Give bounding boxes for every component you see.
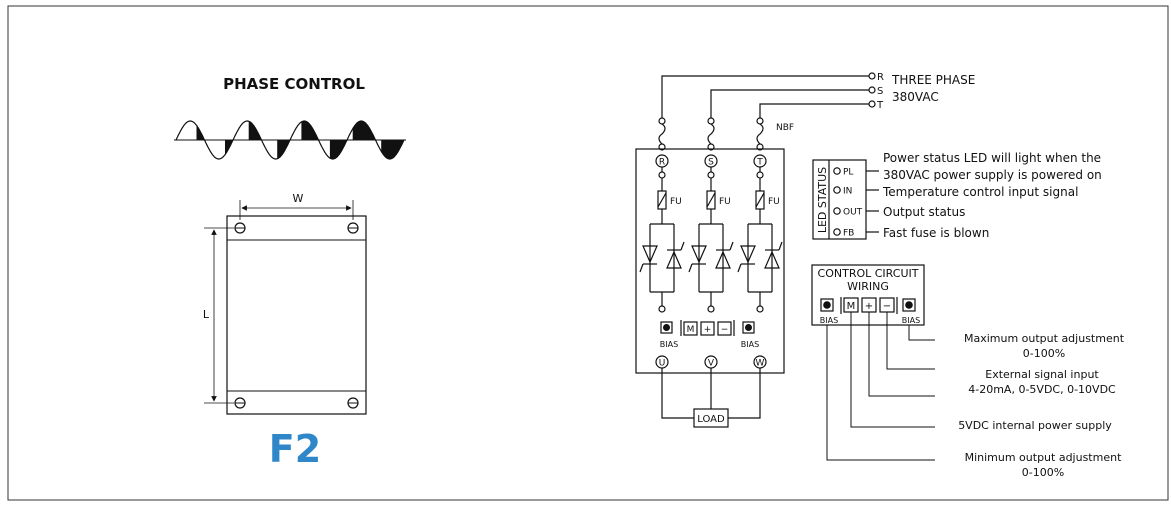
sine-wave xyxy=(175,120,405,160)
dimension-w-label: W xyxy=(293,192,304,205)
module-term-plus: + xyxy=(704,325,712,335)
led-out: OUT xyxy=(843,208,863,218)
supply-label-line2: 380VAC xyxy=(892,90,939,104)
outer-frame xyxy=(7,5,1169,501)
led-fb: FB xyxy=(843,229,854,239)
module-bias-left: BIAS xyxy=(660,340,678,349)
input-terminal-s: S xyxy=(708,158,714,168)
input-terminals xyxy=(655,154,767,168)
output-terminals xyxy=(655,355,767,428)
load-label: LOAD xyxy=(697,414,725,425)
input-terminal-r: R xyxy=(659,158,665,168)
module-term-minus: − xyxy=(721,325,729,335)
supply-label-line1: THREE PHASE xyxy=(891,73,975,87)
led-pl-desc-line1: Power status LED will light when the xyxy=(883,151,1101,165)
led-out-desc: Output status xyxy=(883,205,965,219)
module-outline xyxy=(226,215,367,415)
led-status-title: LED STATUS xyxy=(816,167,829,233)
max-output-desc-line2: 0-100% xyxy=(1023,347,1065,360)
led-pl: PL xyxy=(843,168,853,178)
supply-terminal-s: S xyxy=(877,86,883,97)
fuse-label-t: FU xyxy=(768,197,780,207)
breaker-icons xyxy=(658,117,764,151)
control-title-line2: WIRING xyxy=(847,280,889,293)
output-terminal-w: W xyxy=(756,359,765,369)
model-label: F2 xyxy=(269,427,321,471)
fuse-label-r: FU xyxy=(670,197,682,207)
module-control-strip xyxy=(660,320,755,336)
phase-control-title: PHASE CONTROL xyxy=(223,75,365,93)
input-terminal-t: T xyxy=(756,158,763,168)
min-output-desc-line1: Minimum output adjustment xyxy=(965,451,1123,464)
control-title-line1: CONTROL CIRCUIT xyxy=(818,267,919,280)
supply-terminal-r: R xyxy=(877,72,884,83)
control-term-plus: + xyxy=(865,301,873,312)
control-bias-left: BIAS xyxy=(820,316,838,325)
max-output-desc-line1: Maximum output adjustment xyxy=(964,332,1125,345)
led-in-desc: Temperature control input signal xyxy=(882,185,1078,199)
min-output-desc-line2: 0-100% xyxy=(1022,466,1064,479)
module-bias-right: BIAS xyxy=(741,340,759,349)
supply-lines xyxy=(661,72,876,118)
breaker-label: NBF xyxy=(776,123,794,133)
supply-terminal-t: T xyxy=(876,100,884,111)
phase-branches xyxy=(639,167,783,313)
led-pl-desc-line2: 380VAC power supply is powered on xyxy=(883,168,1102,182)
led-in: IN xyxy=(843,187,852,197)
led-status-panel xyxy=(812,159,879,240)
control-bias-right: BIAS xyxy=(902,316,920,325)
ext-signal-desc-line2: 4-20mA, 0-5VDC, 0-10VDC xyxy=(968,383,1116,396)
control-wiring-panel xyxy=(811,264,935,461)
dimension-drawing xyxy=(204,200,367,415)
ext-signal-desc-line1: External signal input xyxy=(985,368,1099,381)
load-box xyxy=(693,408,729,428)
output-terminal-u: U xyxy=(659,359,666,369)
fuse-label-s: FU xyxy=(719,197,731,207)
control-term-m: M xyxy=(847,301,856,312)
power-module-box xyxy=(635,148,785,374)
phase-control-waveform xyxy=(174,120,406,160)
output-terminal-v: V xyxy=(708,359,715,369)
dimension-l-label: L xyxy=(203,308,210,321)
control-term-minus: − xyxy=(883,301,891,312)
module-term-m: M xyxy=(687,325,695,335)
led-fb-desc: Fast fuse is blown xyxy=(883,226,989,240)
internal-supply-desc: 5VDC internal power supply xyxy=(958,419,1112,432)
